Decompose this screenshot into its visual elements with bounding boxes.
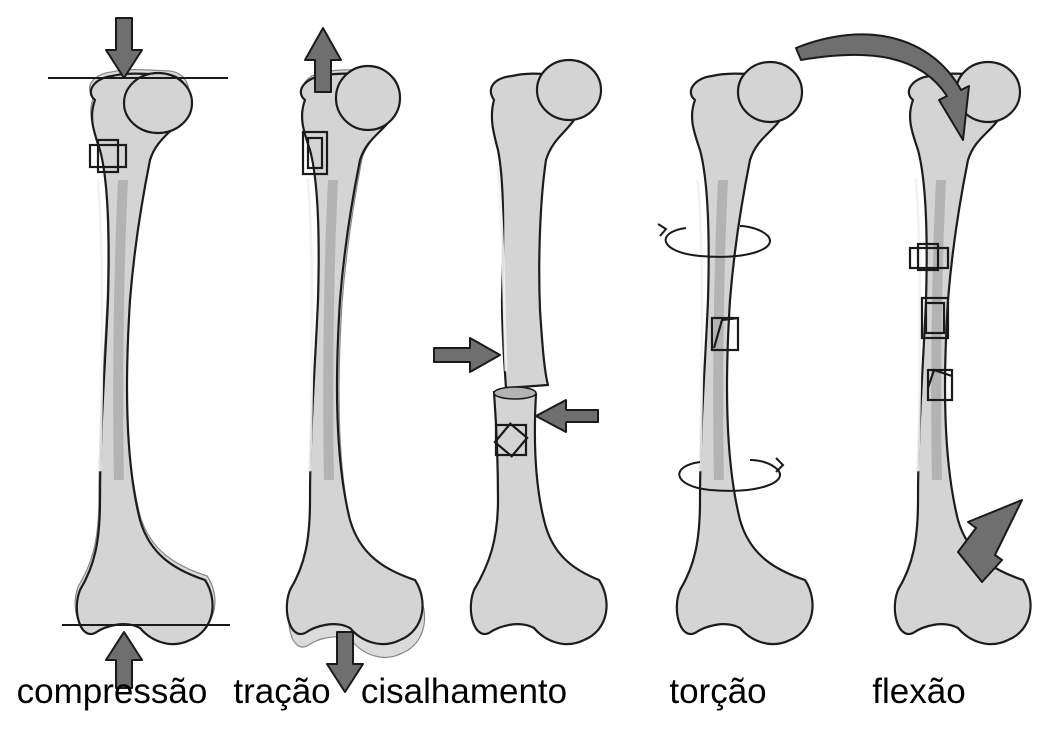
shear-femoral-head (537, 60, 601, 120)
compression-arrow-down (106, 18, 142, 78)
compression-femoral-head (124, 73, 192, 133)
bending-bone-group (796, 34, 1031, 644)
torsion-rotation-top-head (658, 224, 666, 236)
torsion-bone-group (658, 62, 813, 644)
shear-arrow-right (434, 338, 500, 372)
tension-highlight (308, 180, 312, 470)
label-tension: tração (233, 672, 330, 712)
shear-upper-fragment (491, 60, 601, 388)
compression-bone-group (48, 18, 230, 688)
shear-arrow-left (536, 400, 598, 432)
label-shear: cisalhamento (361, 672, 567, 712)
label-bending: flexão (872, 672, 965, 712)
compression-highlight (98, 180, 102, 470)
torsion-rotation-bottom-head (776, 458, 783, 472)
label-compression: compressão (17, 672, 208, 712)
torsion-femur (677, 74, 813, 644)
torsion-femoral-head (738, 62, 802, 122)
label-torsion: torção (669, 672, 766, 712)
tension-femoral-head (336, 66, 400, 130)
tension-bone-group (287, 28, 425, 692)
shear-bone-group (434, 60, 607, 644)
shear-lower-fragment (471, 387, 607, 644)
